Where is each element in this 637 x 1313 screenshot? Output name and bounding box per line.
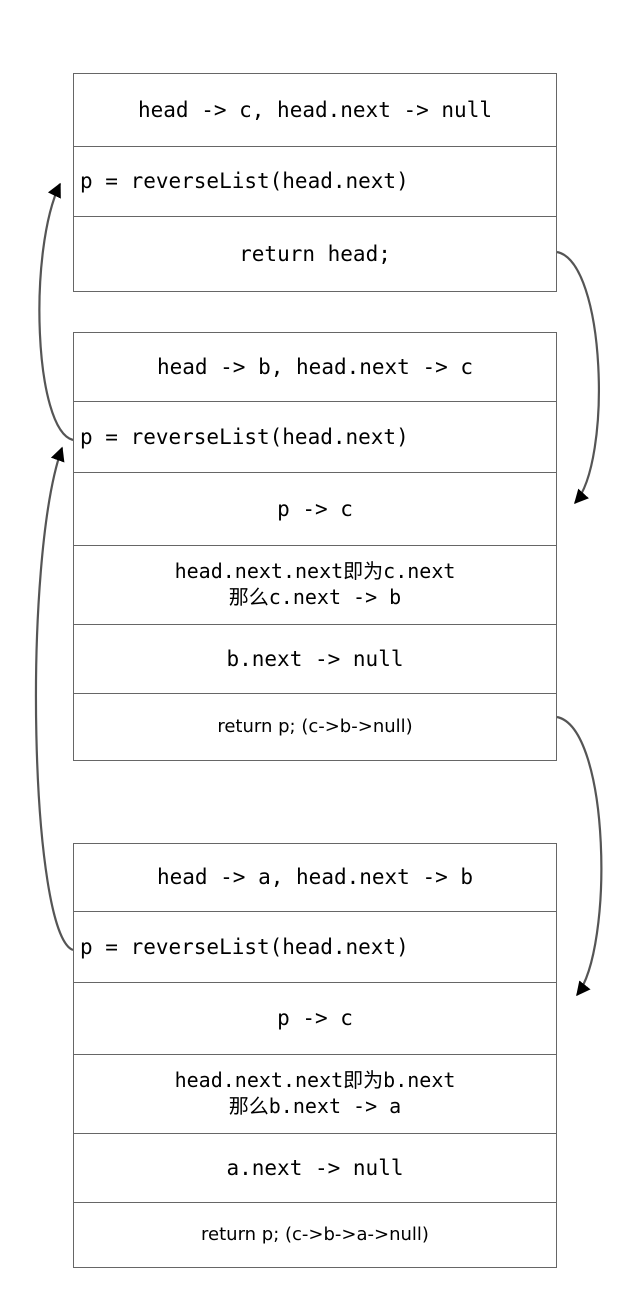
frame-b-row-relink: head.next.next即为c.next 那么c.next -> b (74, 546, 556, 625)
frame-a-relink-line1: head.next.next即为b.next (174, 1068, 456, 1093)
frame-a-p-value-text: p -> c (277, 1006, 353, 1031)
frame-a-state-text: head -> a, head.next -> b (156, 865, 474, 890)
arrow-call-b-to-c (38, 182, 74, 442)
frame-b-row-return: return p; (c->b->null) (74, 694, 556, 760)
frame-a-row-state: head -> a, head.next -> b (74, 844, 556, 912)
arrow-call-a-to-b (34, 446, 74, 952)
frame-b-return-text: return p; (c->b->null) (217, 716, 413, 738)
arrow-return-c-to-b (556, 250, 600, 505)
frame-a-row-p-value: p -> c (74, 983, 556, 1055)
frame-b-row-state: head -> b, head.next -> c (74, 333, 556, 402)
frame-b-relink-line1: head.next.next即为c.next (174, 559, 456, 584)
arrow-return-b-to-a (556, 715, 603, 997)
frame-b-tail-null-text: b.next -> null (226, 646, 404, 671)
frame-c-row-return: return head; (74, 217, 556, 291)
frame-a-row-relink: head.next.next即为b.next 那么b.next -> a (74, 1055, 556, 1134)
frame-b-row-recurse: p = reverseList(head.next) (74, 402, 556, 473)
frame-b-p-value-text: p -> c (277, 496, 353, 521)
frame-a-row-tail-null: a.next -> null (74, 1134, 556, 1203)
frame-c-row-recurse: p = reverseList(head.next) (74, 147, 556, 217)
frame-a-relink-line2: 那么b.next -> a (228, 1094, 402, 1118)
frame-b-row-tail-null: b.next -> null (74, 625, 556, 694)
frame-b-relink-line2: 那么c.next -> b (228, 585, 402, 609)
frame-a-tail-null-text: a.next -> null (226, 1155, 404, 1180)
call-frame-a: head -> a, head.next -> b p = reverseLis… (73, 843, 557, 1268)
frame-c-row-state: head -> c, head.next -> null (74, 74, 556, 147)
frame-c-state-text: head -> c, head.next -> null (137, 97, 492, 122)
frame-b-recurse-text: p = reverseList(head.next) (80, 424, 409, 449)
frame-a-return-text: return p; (c->b->a->null) (201, 1224, 429, 1246)
call-frame-b: head -> b, head.next -> c p = reverseLis… (73, 332, 557, 761)
frame-a-row-recurse: p = reverseList(head.next) (74, 912, 556, 983)
frame-a-row-return: return p; (c->b->a->null) (74, 1203, 556, 1267)
frame-b-state-text: head -> b, head.next -> c (156, 354, 474, 379)
frame-b-row-p-value: p -> c (74, 473, 556, 546)
frame-c-recurse-text: p = reverseList(head.next) (80, 169, 409, 194)
frame-c-return-text: return head; (239, 241, 391, 266)
frame-a-recurse-text: p = reverseList(head.next) (80, 934, 409, 959)
call-frame-c: head -> c, head.next -> null p = reverse… (73, 73, 557, 292)
